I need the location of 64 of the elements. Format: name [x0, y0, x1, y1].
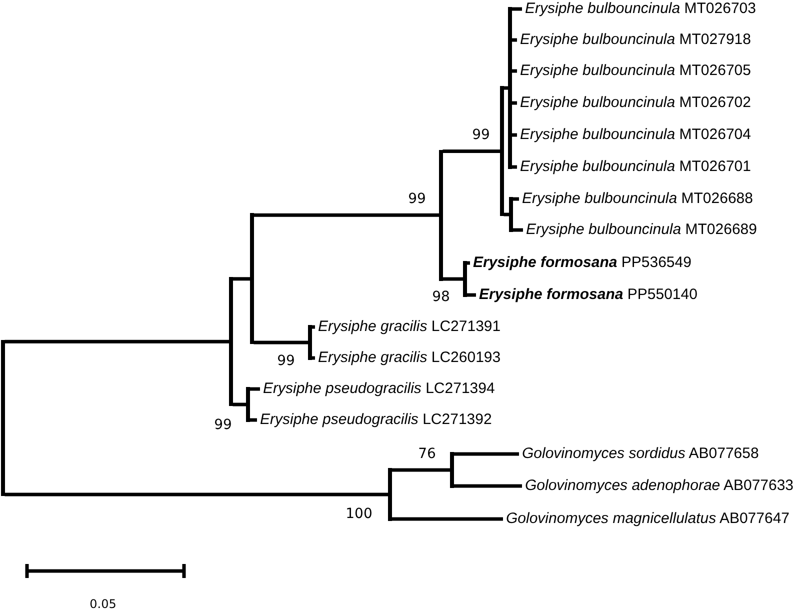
branch-line: [250, 418, 257, 422]
branch-line: [442, 277, 464, 281]
branch-line: [454, 484, 522, 488]
taxon-label: Erysiphe bulbouncinula MT026702: [520, 94, 751, 111]
branch-line: [512, 69, 517, 73]
clade-bar: [246, 387, 250, 422]
taxon-label: Golovinomyces adenophorae AB077633: [525, 477, 794, 494]
branch-line: [512, 133, 517, 137]
branch-line: [250, 387, 260, 391]
branch-line: [232, 402, 246, 406]
clade-bar: [500, 86, 504, 216]
branch-line: [254, 340, 308, 344]
clade-bar: [250, 213, 254, 344]
branch-line: [512, 7, 522, 11]
taxon-label: Erysiphe bulbouncinula MT026705: [520, 62, 751, 79]
clade-bar: [439, 150, 443, 281]
clade-bar: [229, 277, 233, 406]
branch-line: [454, 452, 519, 456]
bootstrap-value: 99: [472, 127, 490, 143]
clade-bar: [308, 325, 312, 360]
branch-line: [466, 261, 470, 265]
branch-line: [512, 165, 517, 169]
taxon-label: Erysiphe bulbouncinula MT026704: [520, 126, 751, 143]
branch-line: [312, 325, 315, 329]
clade-bar: [463, 261, 467, 297]
bootstrap-value: 98: [432, 289, 450, 305]
branch-line: [4, 340, 230, 344]
scale-label: 0.05: [90, 597, 116, 610]
branch-line: [392, 517, 503, 521]
branch-line: [466, 293, 476, 297]
branch-line: [512, 101, 517, 105]
taxon-label: Golovinomyces magnicellulatus AB077647: [506, 510, 790, 527]
taxon-label: Erysiphe bulbouncinula MT026703: [525, 0, 756, 17]
taxon-label: Golovinomyces sordidus AB077658: [522, 445, 759, 462]
bootstrap-value: 99: [408, 191, 426, 207]
bootstrap-value: 99: [214, 417, 232, 433]
branch-line: [232, 277, 250, 281]
clade-bar: [450, 452, 454, 488]
branch-line: [512, 38, 517, 42]
branch-line: [392, 468, 450, 472]
bootstrap-value: 76: [418, 446, 436, 462]
taxon-label: Erysiphe bulbouncinula MT026688: [522, 190, 753, 207]
branch-line: [4, 492, 388, 496]
clade-bar: [388, 468, 392, 521]
taxon-label: Erysiphe bulbouncinula MT026701: [520, 158, 751, 175]
branch-line: [504, 212, 510, 216]
clade-bar: [509, 197, 513, 232]
taxon-label: Erysiphe formosana PP550140: [479, 286, 698, 303]
branch-line: [254, 213, 440, 217]
taxon-label: Erysiphe pseudogracilis LC271394: [263, 380, 495, 397]
taxon-label: Erysiphe bulbouncinula MT027918: [520, 31, 751, 48]
clade-bar: [508, 7, 512, 169]
taxon-label: Erysiphe bulbouncinula MT026689: [526, 221, 757, 238]
taxon-label: Erysiphe formosana PP536549: [473, 254, 692, 271]
taxon-label: Erysiphe pseudogracilis LC271392: [260, 411, 492, 428]
taxon-label: Erysiphe gracilis LC260193: [318, 349, 501, 366]
taxon-label: Erysiphe gracilis LC271391: [318, 318, 501, 335]
branch-line: [442, 150, 500, 153]
branch-line: [312, 356, 315, 360]
branch-line: [512, 197, 519, 201]
bootstrap-value: 100: [346, 506, 372, 522]
clade-bar: [1, 340, 5, 496]
branch-line: [512, 228, 523, 232]
bootstrap-value: 99: [277, 353, 295, 369]
